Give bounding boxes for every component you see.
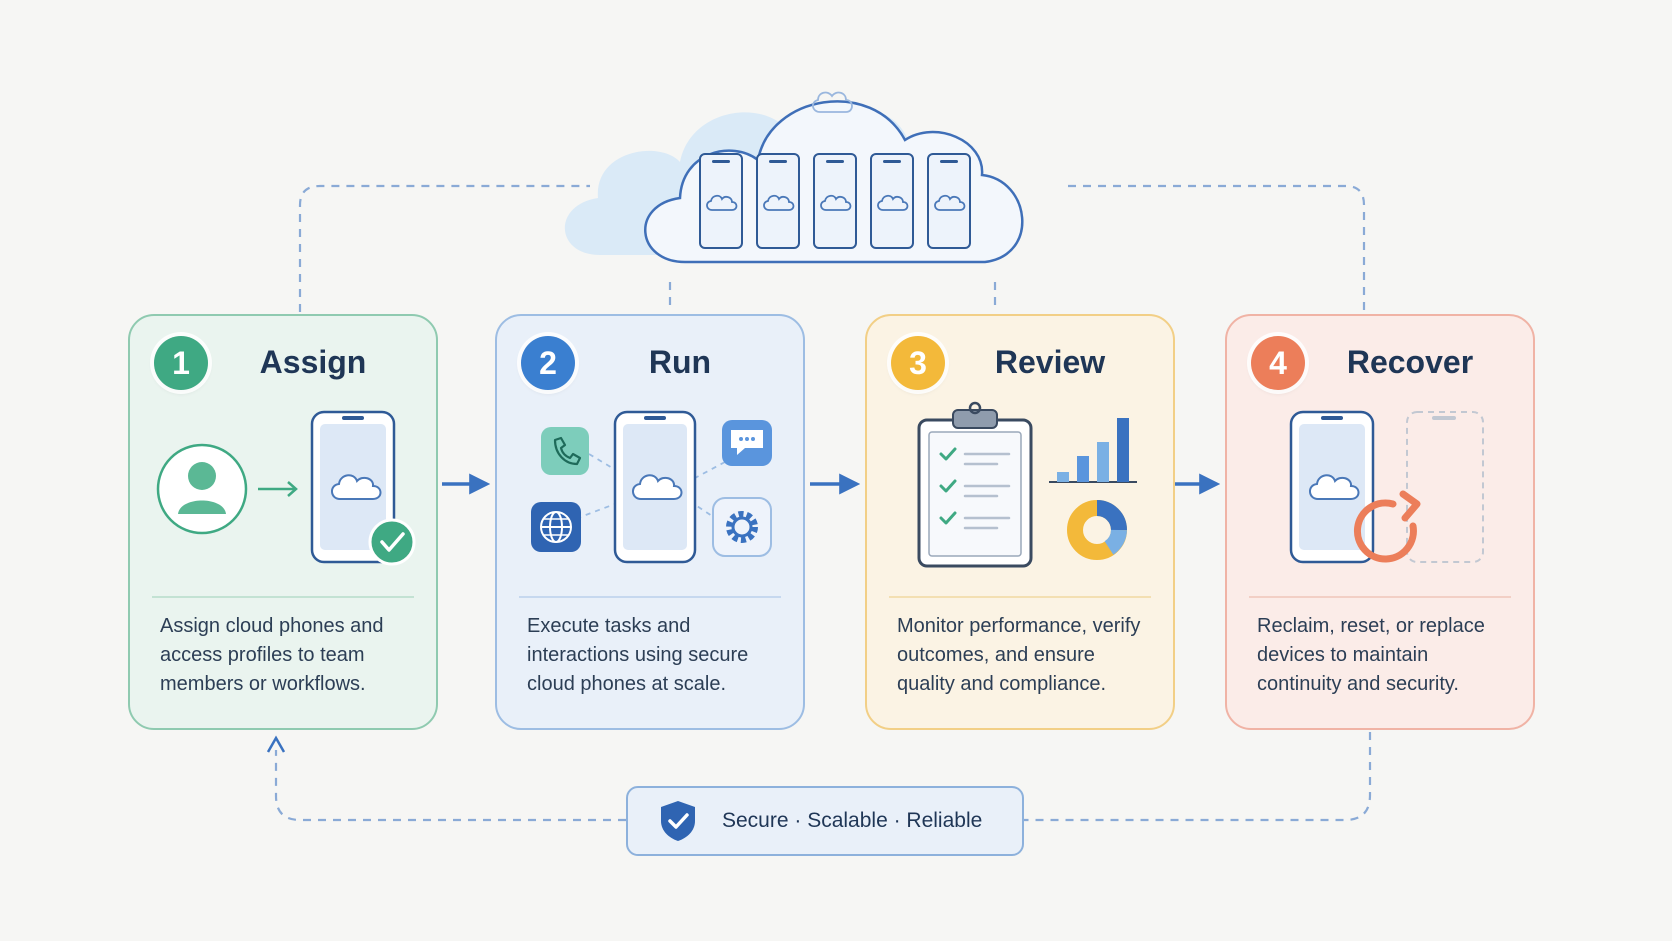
dashed-line-top-left [298, 184, 590, 312]
chat-icon [722, 420, 772, 466]
cloud-icon [632, 474, 683, 500]
cloud-icon [564, 91, 1024, 264]
phone-rack [699, 153, 971, 249]
refresh-icon [1353, 490, 1421, 563]
run-illustration [531, 410, 772, 564]
assign-arrow-icon [258, 481, 298, 497]
review-illustration [917, 401, 1137, 568]
dashed-line-bottom-right [1024, 732, 1372, 822]
step-card-review: 3 Review [865, 314, 1175, 730]
card-divider [519, 596, 781, 598]
step-card-run: 2 Run [495, 314, 805, 730]
step-card-assign: 1 Assign Assign cloud [128, 314, 438, 730]
phone-icon [310, 410, 396, 564]
loop-arrow-up [266, 735, 286, 753]
step-title: Review [994, 344, 1106, 380]
shield-check-icon [661, 801, 695, 841]
step-number-badge: 4 [1251, 336, 1305, 390]
dashed-line-bottom-left [274, 750, 626, 822]
user-icon [156, 443, 248, 535]
cloud-icon [1309, 474, 1360, 500]
phone-placeholder-icon [1406, 411, 1484, 563]
step-title: Assign [259, 344, 367, 380]
phone-icon [613, 410, 697, 564]
check-icon [368, 518, 416, 566]
step-description: Monitor performance, verify outcomes, an… [897, 615, 1141, 695]
step-title: Run [648, 344, 712, 380]
recover-illustration [1289, 410, 1484, 564]
step-description: Reclaim, reset, or replace devices to ma… [1257, 615, 1485, 695]
phone-icon [1289, 410, 1375, 564]
assign-illustration [156, 410, 416, 566]
step-title: Recover [1346, 344, 1474, 380]
check-icon [939, 447, 957, 525]
cloud-icon [331, 474, 382, 500]
step-number-badge: 1 [154, 336, 208, 390]
bar-chart-icon [1049, 418, 1137, 483]
gear-icon [712, 497, 772, 557]
step-description: Assign cloud phones and access profiles … [160, 615, 384, 695]
badge-label: Secure · Scalable · Reliable [722, 809, 983, 832]
call-icon [541, 427, 589, 475]
dashed-line-top-right [1068, 184, 1366, 312]
step-number-badge: 3 [891, 336, 945, 390]
donut-chart-icon [1067, 500, 1127, 560]
small-cloud-icon [812, 91, 853, 113]
card-divider [889, 596, 1151, 598]
secure-scalable-reliable-badge: Secure · Scalable · Reliable [626, 786, 1024, 856]
globe-icon [531, 502, 581, 552]
step-card-recover: 4 Recover Reclaim, reset, or replace dev… [1225, 314, 1535, 730]
clipboard-icon [917, 401, 1033, 568]
dashed-loop-lines [274, 184, 1372, 822]
card-divider [1249, 596, 1511, 598]
step-number-badge: 2 [521, 336, 575, 390]
step-description: Execute tasks and interactions using sec… [527, 615, 749, 695]
card-divider [152, 596, 414, 598]
